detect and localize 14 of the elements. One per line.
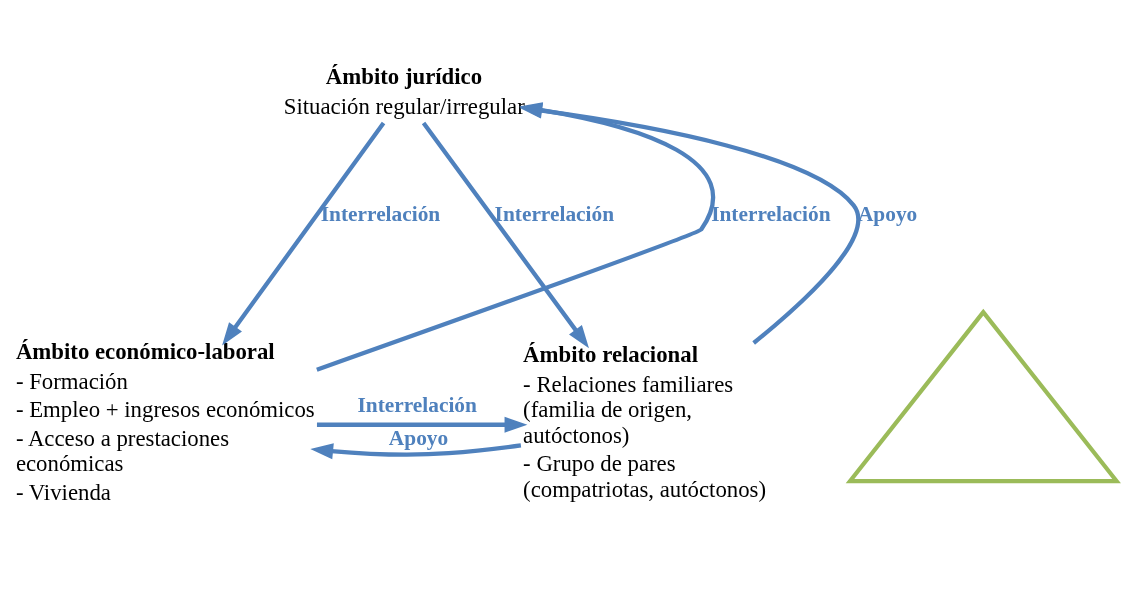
arrow bbox=[421, 121, 589, 349]
edge-label: Apoyo bbox=[857, 202, 918, 226]
node-text: Ámbito relacional - Relaciones familiares (familia de origen, autóctonos) - Grupo de pares (compatriotas, autóctonos) bbox=[523, 341, 767, 503]
edge-label: Interrelación bbox=[357, 392, 477, 417]
arrow bbox=[316, 416, 528, 433]
edge-label: Interrelación bbox=[320, 202, 441, 226]
arrow bbox=[222, 121, 386, 346]
node-text: Ámbito económico-laboral - Formación - Empleo + ingresos económicos - Acceso a prestaciones económicas - Vivienda bbox=[15, 338, 315, 505]
arrow bbox=[310, 443, 522, 460]
edge-label: Interrelación bbox=[494, 202, 615, 226]
edge-label: Interrelación bbox=[711, 202, 831, 226]
node-text: Ámbito jurídico Situación regular/irregular bbox=[283, 63, 525, 119]
node-triangle bbox=[845, 308, 1121, 484]
edge-label: Apoyo bbox=[388, 425, 449, 450]
